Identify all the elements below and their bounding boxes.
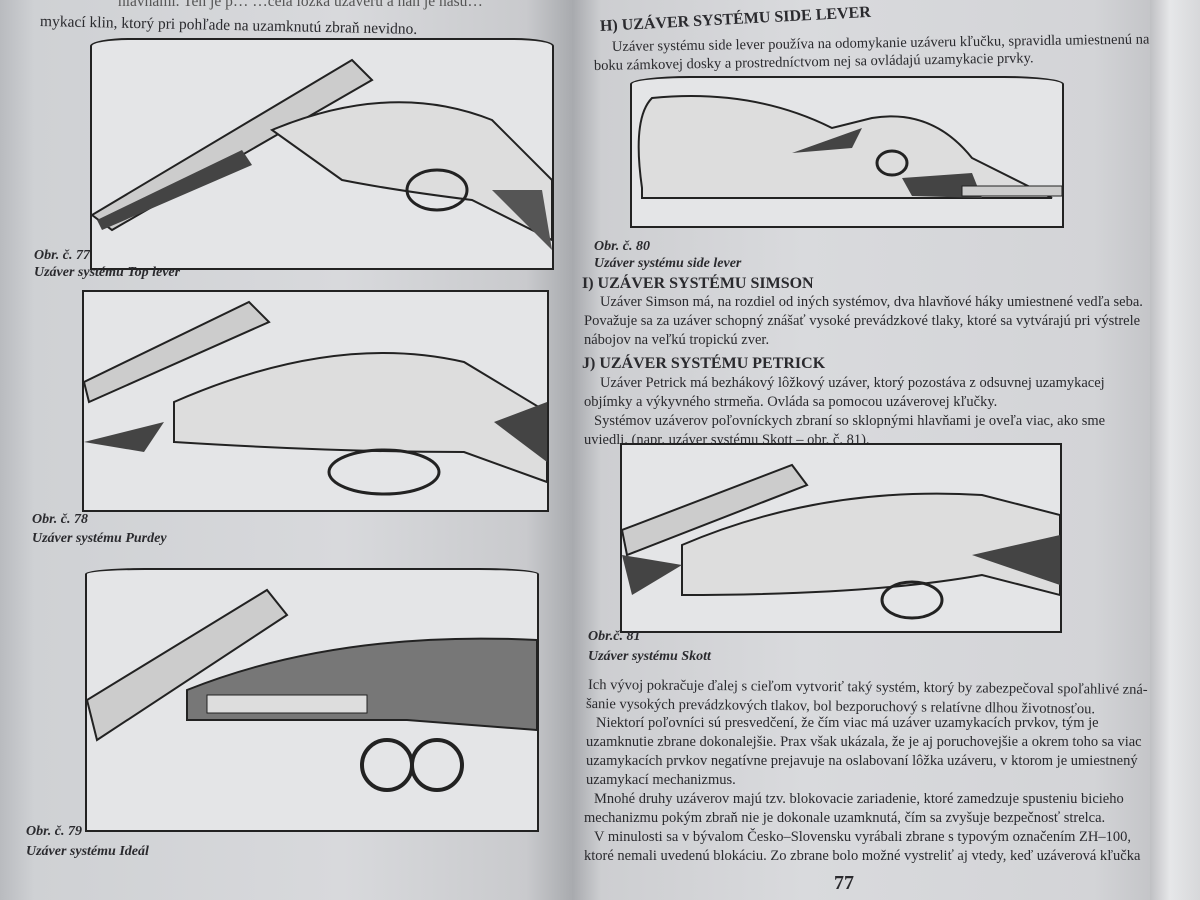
left-page: hlavňami. Ten je p… …celá lôžka uzáveru … bbox=[0, 0, 572, 900]
text-line: ktoré nemali uvedenú blokáciu. Zo zbrane… bbox=[584, 848, 1141, 864]
figure-81-title: Uzáver systému Skott bbox=[588, 649, 711, 664]
text-line: mykací klin, ktorý pri pohľade na uzamkn… bbox=[39, 13, 418, 38]
figure-80-illustration bbox=[630, 76, 1064, 228]
figure-78-title: Uzáver systému Purdey bbox=[32, 531, 167, 546]
right-page: H) UZÁVER SYSTÉMU SIDE LEVER Uzáver syst… bbox=[572, 0, 1152, 900]
figure-77-number: Obr. č. 77 bbox=[34, 248, 90, 263]
figure-79-title: Uzáver systému Ideál bbox=[26, 844, 149, 859]
page-edges bbox=[1150, 0, 1200, 900]
page-number: 77 bbox=[834, 872, 854, 894]
text-line: Mnohé druhy uzáverov majú tzv. blokovaci… bbox=[594, 791, 1124, 807]
figure-79-illustration bbox=[85, 568, 539, 832]
section-heading-simson: I) UZÁVER SYSTÉMU SIMSON bbox=[582, 275, 814, 292]
figure-77-illustration bbox=[90, 38, 554, 270]
figure-78-illustration bbox=[82, 290, 549, 512]
text-line: uzamknutie zbrane dokonalejšie. Prax vša… bbox=[586, 734, 1142, 750]
text-line: uzamykací mechanizmus. bbox=[586, 772, 736, 788]
figure-78-number: Obr. č. 78 bbox=[32, 512, 88, 527]
text-line: uzamykacích prvkov negatívne prejavuje n… bbox=[586, 753, 1138, 769]
figure-81-number: Obr.č. 81 bbox=[588, 629, 641, 644]
text-line: Považuje sa za uzáver schopný znášať vys… bbox=[584, 313, 1141, 329]
text-line: Systémov uzáverov poľovníckych zbraní so… bbox=[594, 413, 1106, 429]
text-line: objímky a výkyvného strmeňa. Ovláda sa p… bbox=[584, 394, 998, 410]
text-line: Uzáver Simson má, na rozdiel od iných sy… bbox=[600, 294, 1143, 310]
text-line: Uzáver Petrick má bezhákový lôžkový uzáv… bbox=[600, 375, 1105, 391]
figure-77-title: Uzáver systému Top lever bbox=[34, 265, 181, 280]
section-heading-side-lever: H) UZÁVER SYSTÉMU SIDE LEVER bbox=[599, 3, 872, 35]
figure-80-title: Uzáver systému side lever bbox=[594, 256, 742, 271]
text-line: V minulosti sa v bývalom Česko–Slovensku… bbox=[594, 829, 1131, 845]
figure-79-number: Obr. č. 79 bbox=[26, 824, 82, 839]
text-line: mechanizmu pokým zbraň nie je dokonale u… bbox=[584, 810, 1106, 826]
text-line: Niektorí poľovníci sú presvedčení, že čí… bbox=[596, 715, 1099, 731]
text-line: nábojov na veľkú tropickú zver. bbox=[584, 332, 770, 348]
section-heading-petrick: J) UZÁVER SYSTÉMU PETRICK bbox=[582, 355, 826, 372]
figure-80-number: Obr. č. 80 bbox=[594, 239, 650, 254]
text-line: hlavňami. Ten je p… …celá lôžka uzáveru … bbox=[118, 0, 483, 10]
figure-81-illustration bbox=[620, 443, 1062, 633]
